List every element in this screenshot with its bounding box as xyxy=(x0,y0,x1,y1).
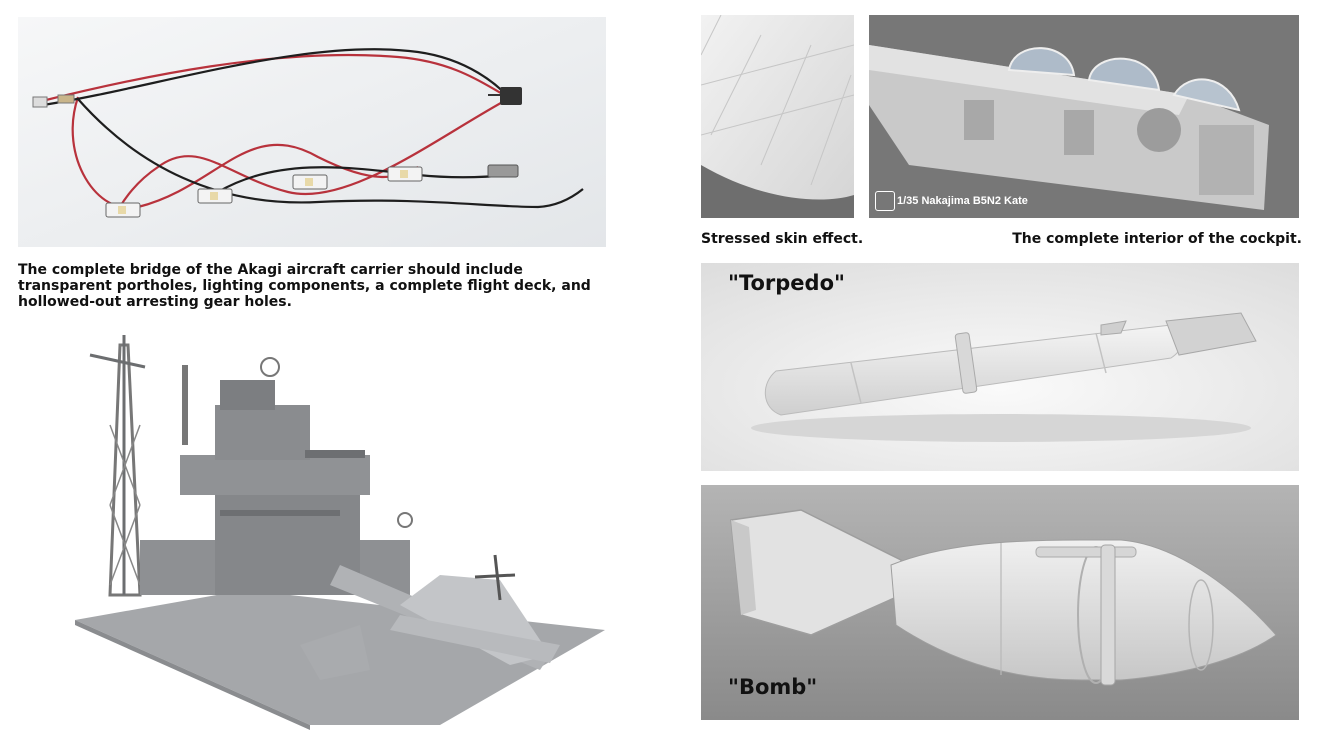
cockpit-interior-photo: 1/35 Nakajima B5N2 Kate xyxy=(869,15,1299,218)
akagi-bridge-icon xyxy=(75,335,605,730)
cockpit-watermark: 1/35 Nakajima B5N2 Kate xyxy=(897,195,1028,207)
stressed-skin-icon xyxy=(701,15,854,218)
bomb-label: "Bomb" xyxy=(728,675,818,699)
stressed-skin-photo xyxy=(701,15,854,218)
bridge-description: The complete bridge of the Akagi aircraf… xyxy=(18,262,591,310)
bomb-icon xyxy=(701,485,1299,720)
brand-logo-icon xyxy=(875,191,895,211)
led-harness-icon xyxy=(18,17,606,247)
cockpit-interior-icon xyxy=(869,15,1299,218)
bomb-photo: "Bomb" xyxy=(701,485,1299,720)
cockpit-caption: The complete interior of the cockpit. xyxy=(1012,231,1302,247)
torpedo-icon xyxy=(701,263,1299,471)
stressed-skin-caption: Stressed skin effect. xyxy=(701,231,864,247)
bridge-render xyxy=(70,325,620,735)
torpedo-label: "Torpedo" xyxy=(728,271,845,295)
wiring-photo xyxy=(18,17,606,247)
torpedo-photo: "Torpedo" xyxy=(701,263,1299,471)
